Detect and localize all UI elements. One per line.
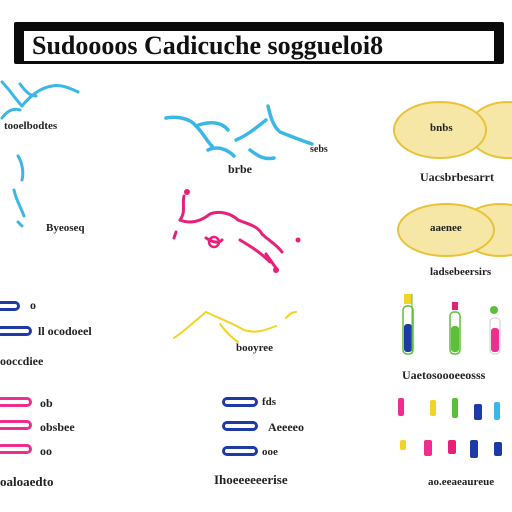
- label-center-top: brbe: [228, 162, 252, 176]
- label-right-bottom-caption: ao.eeaeaureue: [428, 476, 495, 488]
- tube-cap: [490, 306, 498, 314]
- ellipse-group-mid: [397, 203, 512, 257]
- cyan-molecule-left: [0, 80, 80, 228]
- small-tube: [474, 404, 482, 420]
- small-tube: [470, 440, 478, 458]
- magenta-atom-1: [184, 189, 190, 195]
- small-tube: [494, 402, 500, 420]
- pill-navy: [222, 397, 258, 407]
- ellipse-group-top: [393, 101, 512, 159]
- magenta-atom-2: [207, 235, 221, 249]
- label-center-top-small: sebs: [310, 144, 328, 155]
- small-tube: [452, 398, 458, 418]
- ellipse-mid-left: [397, 203, 495, 257]
- tube-cap: [452, 302, 458, 310]
- tube-fill: [451, 326, 459, 352]
- ellipse-top-left: [393, 101, 487, 159]
- label-right-caption-1: Uacsbrbesarrt: [420, 170, 494, 184]
- pill-pink: [0, 444, 32, 454]
- magenta-molecule: [172, 194, 284, 270]
- label-center-mid: booyree: [236, 342, 274, 354]
- small-tube: [400, 440, 406, 450]
- label-left-row4: ob: [40, 396, 53, 410]
- yellow-curve: [173, 310, 297, 343]
- label-ellipse-1: bnbs: [430, 122, 453, 134]
- tube-fill: [404, 324, 412, 352]
- small-tube: [398, 398, 404, 416]
- small-tube: [494, 442, 502, 456]
- pill-navy: [222, 421, 258, 431]
- pill-navy: [0, 301, 20, 311]
- label-ellipse-2: aaenee: [430, 222, 462, 234]
- pill-navy: [222, 446, 258, 456]
- magenta-atom-3: [295, 237, 301, 243]
- label-left-row1: o: [30, 298, 36, 312]
- small-tube: [448, 440, 456, 454]
- label-center-row2: Aeeeeo: [268, 420, 304, 434]
- label-left-bottom: oaloaedto: [0, 474, 54, 489]
- cyan-molecule-center: [164, 104, 314, 161]
- pill-pink: [0, 420, 32, 430]
- small-tube-grid: [398, 398, 502, 458]
- label-right-caption-2: ladsebeersirs: [430, 266, 492, 278]
- pill-pink: [0, 397, 32, 407]
- small-tube: [424, 440, 432, 456]
- pill-navy-long: [0, 326, 32, 336]
- label-left-row2: ll ocodoeel: [38, 324, 92, 338]
- label-left-mid: Byeoseq: [46, 222, 85, 234]
- magenta-atom-4: [273, 267, 279, 273]
- label-left-row3: ooccdiee: [0, 354, 44, 368]
- tube-fill: [491, 328, 499, 352]
- small-tube: [430, 400, 436, 416]
- tube-rack: [402, 294, 501, 355]
- label-center-row1: fds: [262, 396, 277, 408]
- label-left-row5: obsbee: [40, 420, 75, 434]
- label-top-left: tooelbodtes: [4, 120, 58, 132]
- label-left-row6: oo: [40, 444, 52, 458]
- label-center-row3: ooe: [262, 446, 278, 458]
- label-center-bottom: Ihoeeeeeerise: [214, 472, 288, 487]
- diagram-title: Sudoooos Cadicuche soggueloi8: [24, 31, 494, 61]
- label-right-mid-caption: Uaetosoooeeosss: [402, 368, 486, 382]
- tube-cap: [404, 294, 412, 304]
